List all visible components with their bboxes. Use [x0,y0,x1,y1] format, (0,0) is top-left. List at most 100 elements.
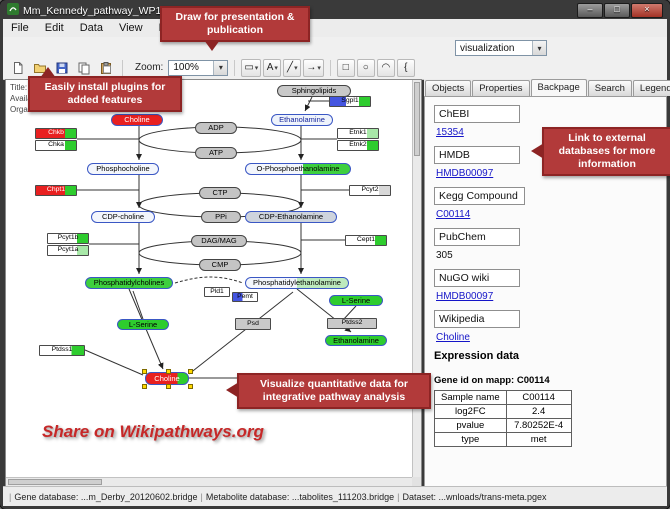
selection-handle[interactable] [142,369,147,374]
pathway-node-psd[interactable]: Psd [235,318,271,330]
rectangle-tool[interactable]: □ [336,58,355,77]
tab-legend[interactable]: Legend [632,80,670,96]
arrow-tool[interactable]: →▾ [303,58,324,77]
status-segment: Metabolite database: ...tabolites_111203… [205,491,395,502]
pathway-node-cdp-ethanolamine[interactable]: CDP-Ethanolamine [245,211,337,223]
zoom-select[interactable]: 100% ▾ [168,59,229,76]
label-tool[interactable]: A▾ [263,58,282,77]
pathway-node-pld1[interactable]: Pld1 [204,287,230,297]
status-separator: | [397,491,400,502]
selection-handle[interactable] [188,369,193,374]
expression-table-cell: 7.80252E-4 [505,418,572,433]
new-file-button[interactable] [8,58,28,78]
selection-handle[interactable] [188,384,193,389]
pathway-node-sphingolipids[interactable]: Sphingolipids [277,85,351,97]
external-db-link[interactable]: HMDB00097 [436,291,494,302]
tab-search[interactable]: Search [587,80,632,96]
maximize-button[interactable]: □ [604,3,630,18]
datanode-tool[interactable]: ▭▾ [241,58,262,77]
line-tool[interactable]: ╱▾ [283,58,302,77]
brace-tool[interactable]: { [396,58,415,77]
pathway-node-adp[interactable]: ADP [195,122,237,134]
visualization-select[interactable]: visualization ▾ [455,40,547,56]
copy-icon [78,62,90,74]
pathway-node-phosphatidylethanolamine[interactable]: Phosphatidylethanolamine [245,277,349,289]
horizontal-scroll-thumb[interactable] [8,479,102,485]
selection-handle[interactable] [166,384,171,389]
pathway-node-atp[interactable]: ATP [195,147,237,159]
tab-objects[interactable]: Objects [425,80,472,96]
pathway-info-line: Title: [10,83,28,92]
pathway-node-etnk1[interactable]: Etnk1 [337,128,379,139]
pathway-node-etnk2[interactable]: Etnk2 [337,140,379,151]
external-db-link[interactable]: C00114 [436,209,471,220]
pathway-node-l-serine-left[interactable]: L-Serine [117,319,169,330]
pathway-node-ethanolamine-top[interactable]: Ethanolamine [271,114,333,126]
pathway-node-sgpl1[interactable]: Sgpl1 [329,96,371,107]
pathway-node-choline-top[interactable]: Choline [111,114,163,126]
pathway-node-pemt[interactable]: Pemt [232,292,258,302]
external-db-link[interactable]: Choline [436,332,470,343]
pathway-node-chka[interactable]: Chka [35,140,77,151]
pathway-node-dag-mag[interactable]: DAG/MAG [191,235,247,247]
callout-text: Draw for presentation & publication [175,11,295,37]
db-section-header: Kegg Compound [434,187,525,205]
pathway-node-cept1[interactable]: Cept1 [345,235,387,246]
ellipse-tool[interactable]: ○ [356,58,375,77]
close-button[interactable]: × [631,3,663,18]
menu-view[interactable]: View [118,22,143,34]
expression-data-heading: Expression data [434,350,519,362]
pathway-node-pcyt1a[interactable]: Pcyt1a [47,245,89,256]
selection-handle[interactable] [166,369,171,374]
vertical-scroll-thumb[interactable] [414,82,420,156]
pathway-node-chpt1[interactable]: Chpt1 [35,185,77,196]
expression-table-cell: C00114 [505,390,572,405]
pathway-node-pcyt1b[interactable]: Pcyt1b [47,233,89,244]
pathway-node-ethanolamine-bottom[interactable]: Ethanolamine [325,335,387,346]
share-banner: Share on Wikipathways.org [42,422,264,441]
tab-backpage[interactable]: Backpage [530,79,587,96]
toolbar: visualization ▾ Zoom: 100% ▾ [3,37,667,80]
toolbar-separator [234,59,236,76]
callout-visualize-data: Visualize quantitative data for integrat… [226,373,431,410]
pathway-node-ptdss2[interactable]: Ptdss2 [327,318,377,329]
pathway-node-choline-selected[interactable]: Choline [142,369,193,389]
minimize-button[interactable]: – [577,3,603,18]
backpage-section: ChEBI 15354 [434,104,657,138]
selection-handle[interactable] [142,384,147,389]
db-section-header: ChEBI [434,105,520,123]
menu-file[interactable]: File [11,22,29,34]
arc-tool[interactable]: ◠ [376,58,395,77]
pathway-node-ppi[interactable]: PPi [201,211,241,223]
visualization-value: visualization [460,42,515,54]
external-db-link[interactable]: 15354 [436,127,464,138]
pathway-node-ctp[interactable]: CTP [199,187,241,199]
callout-install-plugins: Easily install plugins for added feature… [28,67,182,113]
pathway-node-cdp-choline[interactable]: CDP-choline [91,211,155,223]
pathway-node-ptdss1[interactable]: Ptdss1 [39,345,85,356]
gene-id-mapp-line: Gene id on mapp: C00114 [434,375,550,386]
pathway-node-pcyt2[interactable]: Pcyt2 [349,185,391,196]
tab-properties[interactable]: Properties [472,80,530,96]
external-db-link[interactable]: HMDB00097 [436,168,494,179]
paste-icon [101,61,111,74]
status-bar: |Gene database: ...m_Derby_20120602.brid… [3,486,667,506]
pathway-node-chkb[interactable]: Chkb [35,128,77,139]
paste-button[interactable] [96,58,116,78]
pathway-node-phosphatidylcholines[interactable]: Phosphatidylcholines [85,277,173,289]
menu-data[interactable]: Data [79,22,103,34]
pathway-node-cmp[interactable]: CMP [199,259,241,271]
pathway-node-phosphocholine[interactable]: Phosphocholine [87,163,159,175]
save-file-button[interactable] [52,58,72,78]
canvas-vertical-scrollbar[interactable] [412,80,421,477]
pathway-node-o-phosphoethanolamine[interactable]: O-Phosphoethanolamine [245,163,351,175]
copy-button[interactable] [74,58,94,78]
pathway-node-l-serine-right[interactable]: L-Serine [329,295,383,306]
canvas-horizontal-scrollbar[interactable] [6,477,412,486]
menu-edit[interactable]: Edit [44,22,64,34]
